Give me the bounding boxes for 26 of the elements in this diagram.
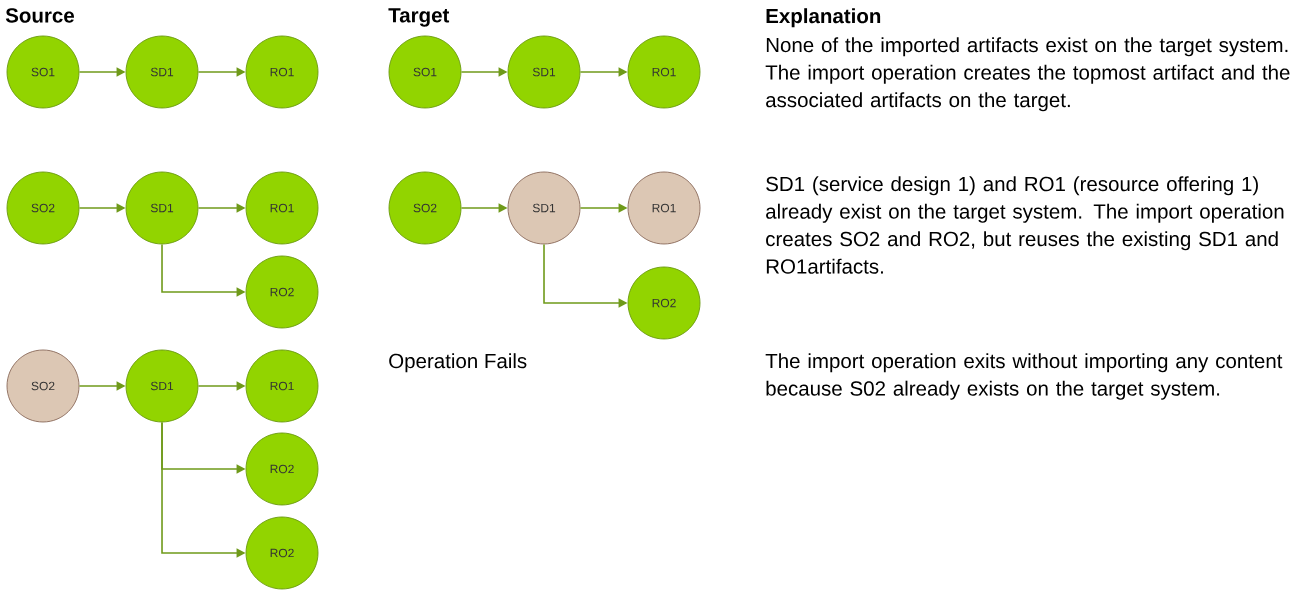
status-text: Operation Fails xyxy=(389,353,527,373)
explanation-text: None of the imported artifacts exist on the target system. The import operation creates the topmost artifact and the associated artifacts on the target. xyxy=(765,37,1290,112)
circle-node: RO2 xyxy=(245,255,319,329)
column-heading: Source xyxy=(5,8,74,23)
column-heading: Explanation xyxy=(766,8,881,28)
circle-node: SD1 xyxy=(125,35,199,109)
circle-node: SD1 xyxy=(125,171,199,245)
circle-node: SD1 xyxy=(507,35,581,109)
circle-node: RO2 xyxy=(627,266,701,340)
circle-node: RO2 xyxy=(245,516,319,590)
explanation-text: The import operation exits without importing any content because S02 already exists on the target system. xyxy=(765,353,1283,400)
circle-node: RO1 xyxy=(627,35,701,109)
circle-node: SO1 xyxy=(388,35,462,109)
circle-node: RO1 xyxy=(245,171,319,245)
explanation-text: SD1 (service design 1) and RO1 (resource offering 1) already exist on the target system. The import operation creates SO2 and RO2, but reuses the existing SD1 and RO1artifacts. xyxy=(766,176,1284,274)
column-heading: Target xyxy=(388,8,450,27)
circle-node: SD1 xyxy=(125,349,199,423)
circle-node: SO2 xyxy=(388,171,462,245)
circle-node: SO2 xyxy=(6,171,80,245)
circle-node: SO2 xyxy=(6,349,80,423)
circle-node: RO1 xyxy=(627,171,701,245)
circle-node: RO1 xyxy=(245,349,319,423)
circle-node: SO1 xyxy=(6,35,80,109)
circle-node: RO2 xyxy=(245,432,319,506)
circle-node: SD1 xyxy=(507,171,581,245)
circle-node: RO1 xyxy=(245,35,319,109)
